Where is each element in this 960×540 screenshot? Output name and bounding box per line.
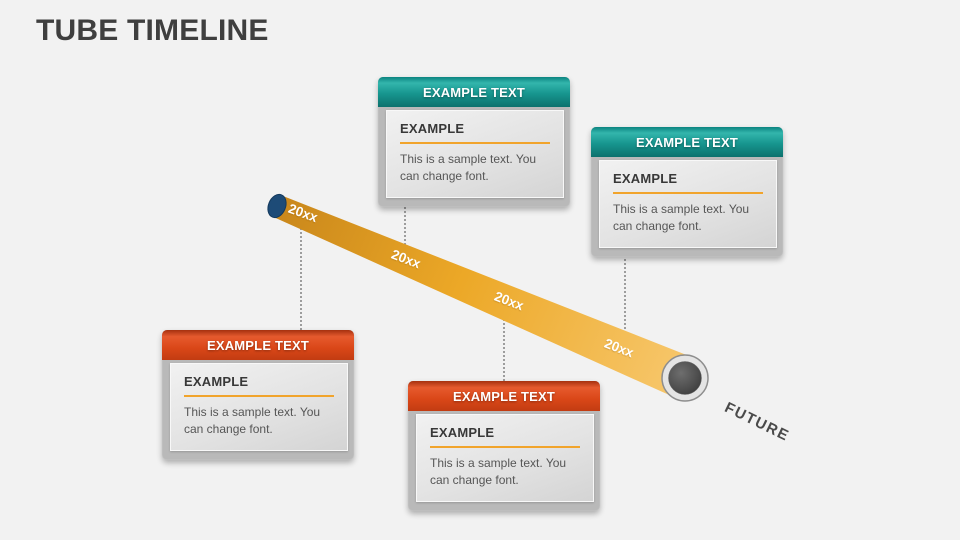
page-title: TUBE TIMELINE (36, 14, 269, 47)
callout-title-underline (430, 446, 580, 448)
callout-header-label: EXAMPLE TEXT (422, 84, 526, 100)
callout-body: EXAMPLE This is a sample text. You can c… (416, 414, 594, 502)
callout-body: EXAMPLE This is a sample text. You can c… (170, 363, 348, 451)
callout-card-bottom-middle: EXAMPLE TEXT EXAMPLE This is a sample te… (408, 381, 600, 511)
callout-header: EXAMPLE TEXT (591, 127, 783, 157)
connector-line (300, 228, 302, 330)
callout-title: EXAMPLE (400, 121, 465, 136)
callout-card-top-middle: EXAMPLE TEXT EXAMPLE This is a sample te… (378, 77, 570, 207)
callout-card-top-right: EXAMPLE TEXT EXAMPLE This is a sample te… (591, 127, 783, 257)
callout-header-label: EXAMPLE TEXT (206, 337, 310, 353)
callout-text: This is a sample text. You can change fo… (184, 405, 321, 436)
callout-title-underline (184, 395, 334, 397)
callout-title: EXAMPLE (430, 425, 495, 440)
callout-title-underline (400, 142, 550, 144)
callout-header: EXAMPLE TEXT (378, 77, 570, 107)
callout-title-underline (613, 192, 763, 194)
callout-title: EXAMPLE (184, 374, 249, 389)
callout-text: This is a sample text. You can change fo… (400, 152, 537, 183)
callout-body: EXAMPLE This is a sample text. You can c… (599, 160, 777, 248)
tube-start-cap (267, 193, 287, 219)
connector-line (624, 252, 626, 337)
callout-text: This is a sample text. You can change fo… (613, 202, 750, 233)
callout-body: EXAMPLE This is a sample text. You can c… (386, 110, 564, 198)
callout-header: EXAMPLE TEXT (162, 330, 354, 360)
callout-header-label: EXAMPLE TEXT (452, 388, 556, 404)
callout-header-label: EXAMPLE TEXT (635, 134, 739, 150)
connector-line (404, 202, 406, 257)
callout-card-bottom-left: EXAMPLE TEXT EXAMPLE This is a sample te… (162, 330, 354, 460)
callout-title: EXAMPLE (613, 171, 678, 186)
tube-opening-hole (668, 361, 702, 395)
callout-text: This is a sample text. You can change fo… (430, 456, 567, 487)
connector-line (503, 315, 505, 381)
tube-body (272, 195, 694, 399)
callout-header: EXAMPLE TEXT (408, 381, 600, 411)
